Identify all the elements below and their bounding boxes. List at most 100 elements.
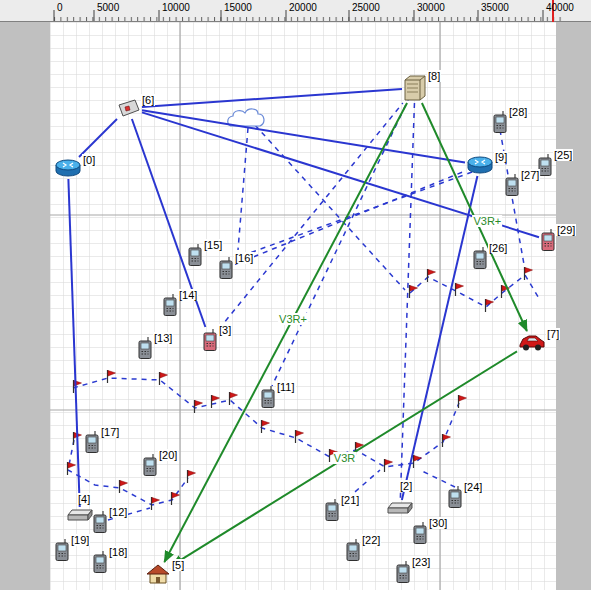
node-id-label: [24]	[463, 481, 483, 493]
network-node: [4]	[67, 509, 93, 521]
server-edge	[405, 76, 425, 100]
network-node: [13]	[138, 337, 152, 359]
handset-body	[204, 333, 216, 351]
node-id-label: [30]	[428, 517, 448, 529]
handset-keys	[142, 352, 149, 355]
network-link	[422, 103, 527, 331]
router-arrows	[475, 160, 485, 164]
handset-keys	[223, 272, 230, 275]
node-id-label: [11]	[276, 381, 296, 393]
network-link	[68, 179, 79, 507]
switch-side	[408, 503, 412, 513]
handset-screen	[349, 545, 357, 551]
handset-keys	[545, 244, 552, 247]
network-node: [20]	[143, 454, 157, 476]
hub-port	[125, 106, 130, 111]
network-link	[142, 110, 465, 162]
ruler-number: 15000	[224, 2, 252, 13]
handset-body	[164, 298, 176, 316]
handset-keys	[329, 514, 336, 517]
handset-body	[414, 526, 426, 544]
handset-screen	[58, 545, 66, 551]
node-id-label: [3]	[218, 324, 232, 336]
switch-front	[68, 515, 88, 520]
handset-keys	[497, 126, 504, 129]
handset-screen	[222, 263, 230, 269]
handset-screen	[328, 505, 336, 511]
node-id-label: [15]	[203, 239, 223, 251]
network-node: [16]	[219, 257, 233, 279]
handset-screen	[166, 300, 174, 306]
network-node: [27]	[505, 174, 519, 196]
network-node: [14]	[163, 294, 177, 316]
switch-side	[88, 510, 92, 520]
phone-icon	[396, 561, 410, 583]
network-node: [3]	[203, 329, 217, 351]
waypoint-flag	[152, 497, 160, 510]
network-link	[132, 119, 206, 327]
wireless-link	[235, 171, 465, 264]
waypoint-flag	[188, 470, 196, 483]
handset-body	[139, 341, 151, 359]
handset-screen	[451, 492, 459, 498]
phone-icon	[219, 257, 233, 279]
network-node: [9]	[467, 156, 493, 174]
handset-body	[494, 115, 506, 133]
handset-body	[474, 251, 486, 269]
handset-body	[94, 555, 106, 573]
cloud-icon	[228, 109, 264, 126]
redphone-icon	[541, 229, 555, 251]
handset-keys	[542, 169, 549, 172]
house-icon	[146, 564, 170, 584]
waypoint-flag	[195, 400, 203, 413]
phone-icon	[93, 511, 107, 533]
router-top	[56, 160, 80, 170]
wireless-link	[340, 470, 380, 505]
network-link	[79, 119, 117, 157]
node-id-label: [28]	[508, 106, 528, 118]
network-node: [28]	[493, 111, 507, 133]
handset-screen	[146, 460, 154, 466]
network-node: [11]	[261, 386, 275, 408]
wireless-link	[219, 103, 403, 329]
network-node: [0]	[55, 159, 81, 177]
handset-body	[326, 503, 338, 521]
network-link	[402, 176, 478, 500]
handset-keys	[97, 566, 104, 569]
network-node: [26]	[473, 247, 487, 269]
phone-icon	[473, 247, 487, 269]
network-link	[172, 351, 517, 565]
waypoint-flag	[385, 459, 393, 472]
waypoint-flag	[108, 370, 116, 383]
switch-icon	[387, 502, 413, 514]
handset-body	[539, 158, 551, 176]
handset-screen	[544, 235, 552, 241]
handset-keys	[477, 262, 484, 265]
network-node: [5]	[146, 564, 170, 584]
network-node: [17]	[85, 431, 99, 453]
handset-body	[449, 490, 461, 508]
network-node: [18]	[93, 551, 107, 573]
handset-body	[506, 178, 518, 196]
waypoint-flag	[428, 269, 436, 282]
network-node: [29]	[541, 229, 555, 251]
router-top	[468, 157, 492, 167]
handset-screen	[496, 117, 504, 123]
hub-icon	[116, 99, 140, 117]
network-node: [6]	[116, 99, 140, 117]
network-node: [12]	[93, 511, 107, 533]
waypoint-flag	[459, 395, 467, 408]
phone-icon	[493, 111, 507, 133]
car-wheel	[535, 345, 541, 351]
network-node: [2]	[387, 502, 413, 514]
node-id-label: [16]	[234, 252, 254, 264]
switch-icon	[67, 509, 93, 521]
server-icon	[404, 75, 426, 101]
handset-keys	[400, 576, 407, 579]
handset-screen	[96, 557, 104, 563]
mobility-path	[410, 275, 540, 307]
network-link	[142, 112, 539, 237]
waypoint-flag	[410, 285, 418, 298]
handset-keys	[417, 537, 424, 540]
handset-keys	[97, 526, 104, 529]
